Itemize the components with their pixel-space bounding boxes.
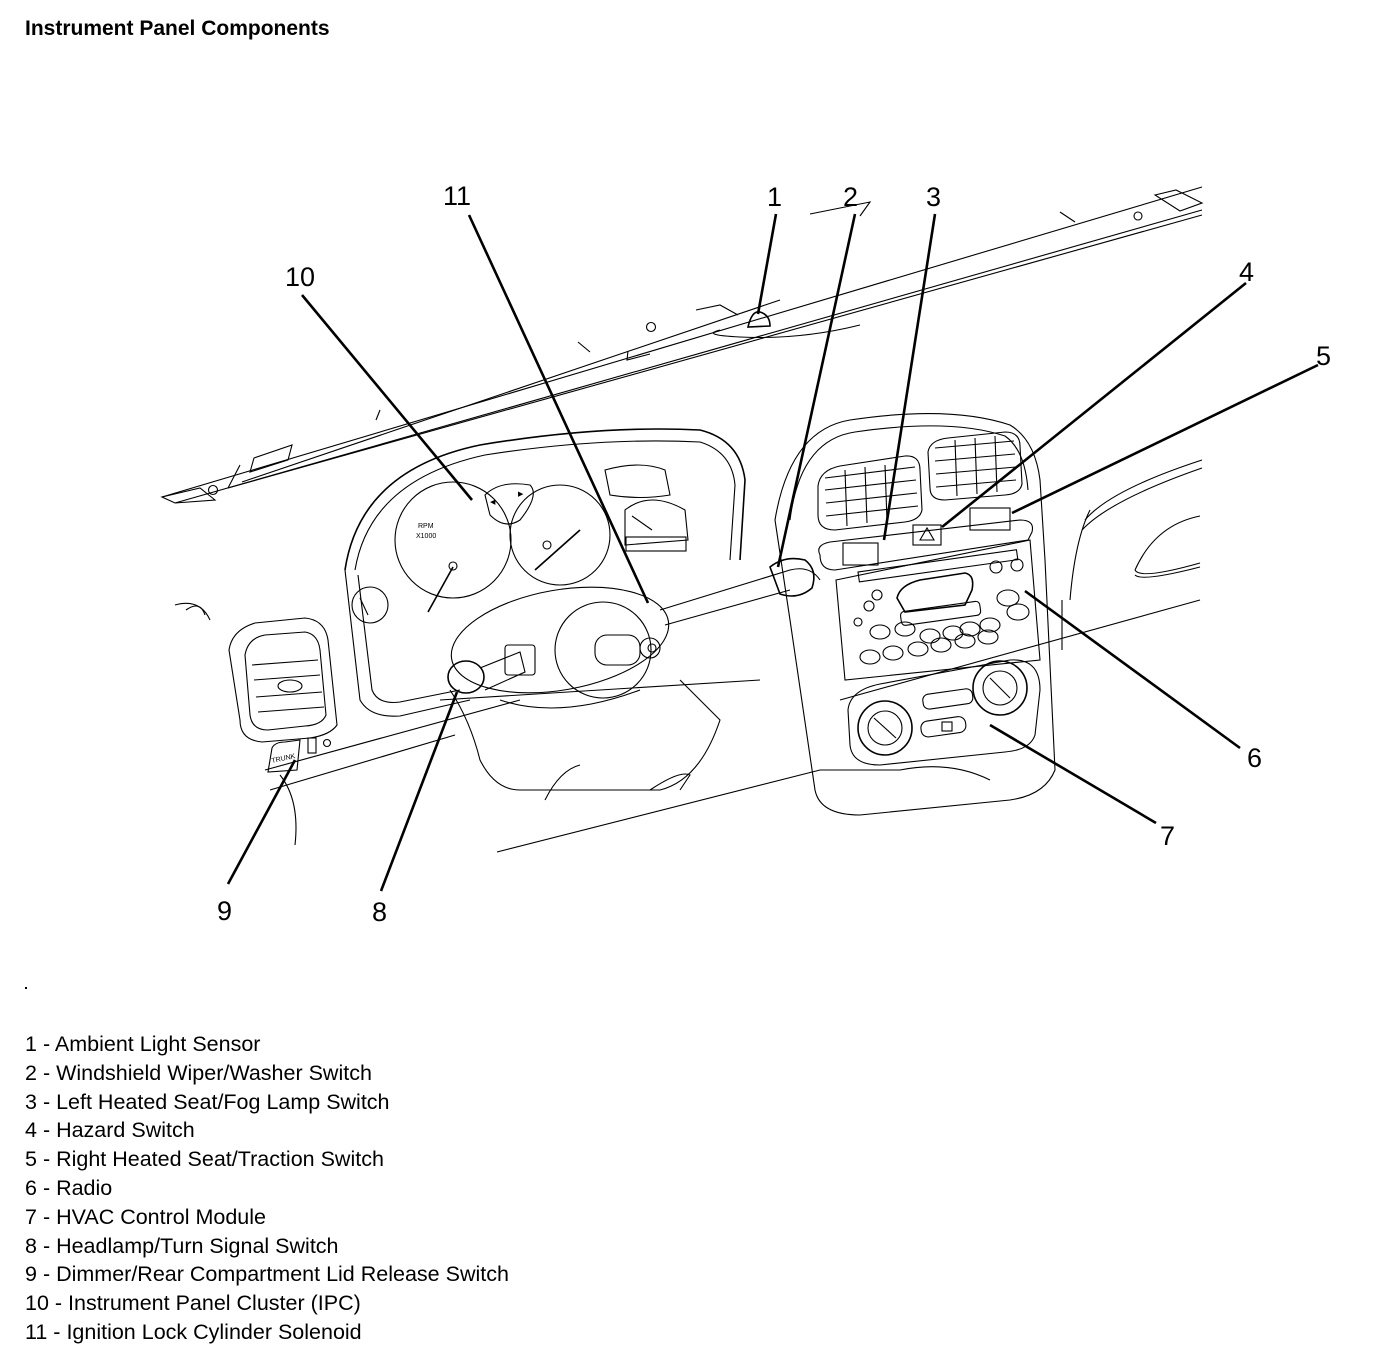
callout-2: 2 (843, 182, 858, 212)
legend-number: 9 (25, 1262, 37, 1287)
leader-1 (756, 213, 778, 315)
leader-3 (882, 213, 937, 541)
legend-label: Left Heated Seat/Fog Lamp Switch (56, 1089, 390, 1114)
legend-separator: - (36, 1060, 57, 1085)
left-heated-seat-switch (842, 542, 879, 566)
component-legend: 1 - Ambient Light Sensor 2 - Windshield … (25, 1030, 509, 1347)
legend-item: 6 - Radio (25, 1174, 509, 1203)
vent-grille (824, 435, 1017, 527)
stray-dot (25, 987, 27, 989)
tach-scale-label: X1000 (416, 533, 436, 540)
legend-label: Instrument Panel Cluster (IPC) (68, 1291, 361, 1316)
legend-number: 2 (25, 1060, 37, 1085)
page-title: Instrument Panel Components (25, 17, 330, 40)
instrument-panel-diagram: RPM X1000 ◀ ▶ TRUNK (160, 181, 1331, 927)
legend-separator: - (36, 1147, 57, 1172)
legend-number: 3 (25, 1089, 37, 1114)
radio (835, 539, 1041, 681)
legend-item: 11 - Ignition Lock Cylinder Solenoid (25, 1318, 509, 1347)
legend-number: 7 (25, 1204, 37, 1229)
callout-10: 10 (285, 262, 315, 292)
leader-6 (1024, 589, 1241, 750)
legend-separator: - (48, 1291, 69, 1316)
legend-separator: - (36, 1204, 57, 1229)
legend-separator: - (36, 1032, 55, 1056)
leader-8 (379, 691, 459, 892)
legend-number: 6 (25, 1175, 37, 1200)
legend-label: Windshield Wiper/Washer Switch (56, 1060, 372, 1085)
instrument-cluster: RPM X1000 ◀ ▶ (344, 428, 746, 717)
callout-9: 9 (217, 896, 232, 926)
dash-top-rail (160, 186, 1204, 504)
callout-4: 4 (1239, 257, 1254, 287)
legend-item: 8 - Headlamp/Turn Signal Switch (25, 1232, 509, 1261)
leader-2 (776, 213, 857, 568)
legend-label: Dimmer/Rear Compartment Lid Release Swit… (56, 1262, 509, 1287)
legend-separator: - (36, 1118, 57, 1143)
legend-label: Hazard Switch (56, 1118, 195, 1143)
right-heated-seat-switch (969, 507, 1011, 531)
legend-separator: - (36, 1089, 57, 1114)
legend-label: Ignition Lock Cylinder Solenoid (66, 1319, 362, 1344)
legend-label: HVAC Control Module (56, 1204, 266, 1229)
legend-number: 4 (25, 1118, 37, 1143)
legend-label: Headlamp/Turn Signal Switch (56, 1233, 339, 1258)
hvac-control-module (847, 659, 1041, 766)
leader-7 (989, 723, 1157, 825)
right-dash (1061, 459, 1203, 650)
callout-7: 7 (1160, 821, 1175, 851)
legend-item: 7 - HVAC Control Module (25, 1203, 509, 1232)
legend-separator: - (36, 1233, 57, 1258)
legend-separator: - (36, 1175, 57, 1200)
trunk-label: TRUNK (271, 753, 296, 765)
legend-item: 4 - Hazard Switch (25, 1116, 509, 1145)
left-vent (174, 602, 338, 743)
legend-label: Radio (56, 1175, 113, 1200)
hazard-switch (912, 524, 942, 546)
leader-11 (467, 214, 650, 604)
legend-item: 1 - Ambient Light Sensor (25, 1030, 509, 1059)
tach-rpm-label: RPM (418, 523, 434, 530)
callout-8: 8 (372, 897, 387, 927)
hazard-triangle-icon (919, 526, 935, 541)
legend-item: 3 - Left Heated Seat/Fog Lamp Switch (25, 1088, 509, 1117)
callout-6: 6 (1247, 743, 1262, 773)
legend-separator: - (36, 1262, 57, 1287)
svg-text:◀: ◀ (490, 499, 496, 506)
legend-label: Ambient Light Sensor (54, 1032, 261, 1056)
legend-item: 5 - Right Heated Seat/Traction Switch (25, 1145, 509, 1174)
legend-number: 1 (25, 1032, 37, 1056)
legend-item: 2 - Windshield Wiper/Washer Switch (25, 1059, 509, 1088)
legend-number: 11 (25, 1319, 48, 1344)
legend-separator: - (47, 1319, 67, 1344)
trunk-switch: TRUNK (267, 737, 332, 773)
callout-leaders (226, 213, 1319, 892)
lower-dash (264, 599, 1201, 853)
callout-3: 3 (926, 182, 941, 212)
steering-column (447, 557, 821, 791)
leader-4 (941, 281, 1247, 529)
center-stack (774, 413, 1056, 816)
svg-text:▶: ▶ (518, 491, 524, 498)
callout-11: 11 (443, 181, 471, 211)
legend-label: Right Heated Seat/Traction Switch (56, 1147, 384, 1172)
legend-number: 5 (25, 1147, 37, 1172)
leader-10 (300, 294, 474, 501)
leader-5 (1011, 363, 1319, 515)
leader-9 (226, 759, 297, 885)
callout-1: 1 (767, 182, 782, 212)
legend-item: 10 - Instrument Panel Cluster (IPC) (25, 1289, 509, 1318)
legend-number: 10 (25, 1291, 49, 1316)
callout-5: 5 (1316, 341, 1331, 371)
legend-number: 8 (25, 1233, 37, 1258)
legend-item: 9 - Dimmer/Rear Compartment Lid Release … (25, 1260, 509, 1289)
callout-numbers: 1 2 3 4 5 6 7 8 9 10 11 (217, 181, 1331, 927)
